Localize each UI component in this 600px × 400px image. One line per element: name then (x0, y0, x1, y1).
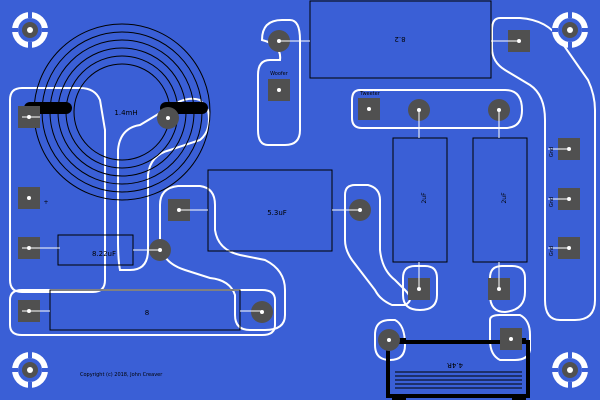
left-plus-label: + (43, 199, 48, 206)
pad-square (268, 79, 290, 101)
gnd-label-1: Gnd (549, 147, 555, 157)
cap-right-b-label: 2uF (501, 192, 508, 204)
pad-round (157, 107, 179, 129)
woofer-label: Woofer (270, 71, 289, 77)
pad-round (251, 301, 273, 323)
pad-round (378, 329, 400, 351)
trace-left-cap-pad (402, 265, 438, 312)
mounting-hole-icon (12, 352, 48, 388)
resistor-lower-right-label: 4.4R (447, 361, 463, 369)
cap-center-label: 5.3uF (267, 209, 287, 217)
mounting-hole-icon (552, 352, 588, 388)
trace-bottom-left (9, 289, 276, 336)
copyright-label: Copyright (c) 2018, John Creaver (80, 372, 163, 378)
tweeter-label: Tweeter (359, 91, 381, 97)
trace-right-loop (491, 17, 596, 321)
cap-right-a-label: 2uF (421, 192, 428, 204)
trace-tweeter-bar (351, 89, 524, 129)
cap-left-label: 8.22uF (92, 250, 116, 258)
mounting-holes (12, 12, 588, 388)
trace-arrows (22, 40, 569, 312)
inductor-coil (33, 23, 211, 201)
cap-right-b-outline (472, 137, 528, 263)
gnd-label-2: Gnd (549, 197, 555, 207)
pad-square (18, 187, 40, 209)
gnd-label-3: Gnd (549, 246, 555, 256)
resistor-top-label: 8.2 (394, 35, 405, 43)
cap-right-a-outline (392, 137, 448, 263)
resistor-top-outline (309, 0, 492, 79)
mounting-hole-icon (552, 12, 588, 48)
inductor-label: 1.4mH (114, 109, 137, 117)
mounting-hole-icon (12, 12, 48, 48)
resistor-bottom-label: 8 (145, 309, 149, 317)
trace-resistor-left-pad (374, 319, 407, 362)
pad-square (358, 98, 380, 120)
pad-square (500, 328, 522, 350)
trace-woofer-loop (257, 19, 301, 146)
trace-right-cap-pad (489, 265, 526, 314)
resistor-bottom-outline (49, 289, 241, 331)
trace-center-right (344, 184, 411, 306)
resistor-lower-right-frame (386, 340, 530, 398)
